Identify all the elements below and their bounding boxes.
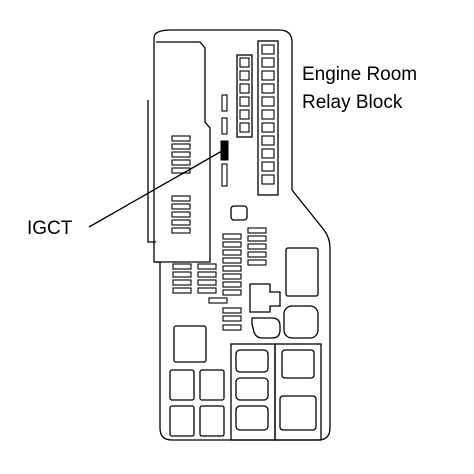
relay-right-rounded — [283, 305, 319, 339]
relay-lower-left-d — [199, 405, 225, 437]
relay-column-left — [236, 54, 253, 138]
relay-lower-left-a — [169, 369, 195, 401]
fuse-column-right — [257, 40, 279, 196]
block-title-line1: Engine Room — [302, 64, 417, 85]
relay-tray-middle — [230, 343, 276, 441]
left-cover-panel — [156, 41, 211, 263]
relay-lower-left-top — [173, 325, 207, 363]
left-fuse-group-upper — [171, 135, 191, 174]
relay-lower-left-c — [169, 405, 195, 437]
small-relay — [230, 205, 248, 221]
relay-lower-left-b — [199, 369, 225, 401]
relay-connector-rounded — [251, 317, 281, 339]
callout-leader-line — [88, 150, 223, 228]
relay-right-tall — [285, 247, 319, 297]
middle-fuse-rows — [172, 227, 267, 331]
vertical-fuse-column — [221, 94, 228, 187]
block-title-line2: Relay Block — [302, 92, 403, 113]
callout-label: IGCT — [27, 218, 73, 239]
relay-tray-right — [274, 343, 322, 441]
igct-fuse — [220, 140, 229, 161]
relay-connector-notched — [249, 283, 281, 313]
relay-block-housing — [153, 29, 331, 441]
left-fuse-group-lower — [171, 195, 191, 234]
left-cover-inner — [147, 100, 156, 243]
